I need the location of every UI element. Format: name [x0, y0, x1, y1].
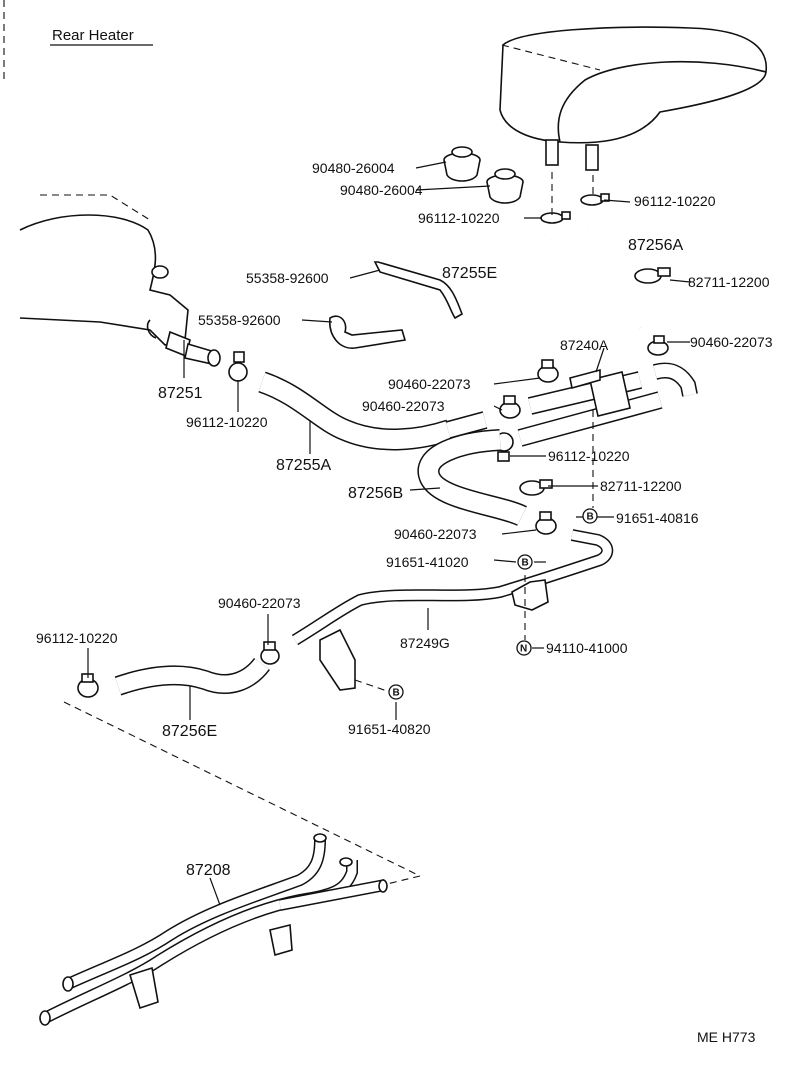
clamp-82711-mid	[519, 479, 553, 496]
svg-text:B: B	[393, 688, 400, 699]
label-55358-92600-a: 55358-92600	[246, 270, 329, 286]
label-94110-41000: 94110-41000	[546, 640, 628, 656]
bracket-55358-a	[373, 261, 463, 320]
diagram-title: Rear Heater	[52, 27, 134, 44]
label-90460-22073-mid2: 90460-22073	[362, 398, 445, 414]
clamp-96112-left	[228, 351, 248, 382]
clamp-90460-right	[647, 335, 669, 356]
label-87240a: 87240A	[560, 337, 609, 353]
label-90480-26004-a: 90480-26004	[312, 160, 395, 176]
label-82711-12200-mid: 82711-12200	[600, 478, 682, 494]
diagram-code: ME H773	[697, 1029, 756, 1045]
clamp-90460-mid2	[499, 395, 521, 419]
label-87251: 87251	[158, 385, 203, 402]
clamp-90460-mid1	[537, 359, 559, 383]
label-91651-41020: 91651-41020	[386, 554, 469, 570]
svg-text:B: B	[587, 512, 594, 523]
clamp-96112-top-right	[580, 193, 610, 206]
label-90460-22073-right: 90460-22073	[690, 334, 773, 350]
bracket-55358-b	[329, 315, 407, 349]
water-valve-87240a	[517, 362, 698, 447]
label-87208: 87208	[186, 862, 231, 879]
rear-heater-unit	[499, 26, 768, 171]
label-87256a: 87256A	[628, 237, 683, 254]
engine-outline	[19, 194, 189, 346]
clamp-96112-top-mid	[540, 211, 571, 224]
label-87256e: 87256E	[162, 723, 217, 740]
label-96112-10220-top-mid: 96112-10220	[418, 210, 500, 226]
label-87249g: 87249G	[400, 635, 450, 651]
clamp-82711-top	[634, 267, 671, 284]
clamp-90460-low	[535, 511, 557, 535]
label-90480-26004-b: 90480-26004	[340, 182, 423, 198]
label-90460-22073-mid1: 90460-22073	[388, 376, 471, 392]
label-91651-40820: 91651-40820	[348, 721, 431, 737]
symbol-b-41020: B	[517, 554, 533, 570]
valve-87251	[165, 330, 221, 367]
symbol-n-94110: N	[516, 640, 532, 656]
label-87256b: 87256B	[348, 485, 403, 502]
pipe-87249g	[291, 529, 614, 691]
svg-text:B: B	[522, 558, 529, 569]
label-82711-12200-top: 82711-12200	[688, 274, 770, 290]
grommet-90480-a	[443, 146, 481, 182]
clamp-90460-left	[260, 641, 280, 665]
label-91651-40816: 91651-40816	[616, 510, 699, 526]
symbol-b-40820: B	[388, 684, 404, 700]
label-96112-10220-left: 96112-10220	[186, 414, 268, 430]
leader-lines	[87, 161, 691, 906]
label-90460-22073-low: 90460-22073	[394, 526, 477, 542]
label-90460-22073-left: 90460-22073	[218, 595, 301, 611]
label-96112-10220-top-right: 96112-10220	[634, 193, 716, 209]
label-55358-92600-b: 55358-92600	[198, 312, 281, 328]
grommet-90480-b	[486, 168, 524, 204]
label-87255e: 87255E	[442, 265, 497, 282]
label-96112-10220-far-left: 96112-10220	[36, 630, 118, 646]
symbol-b-40816: B	[582, 508, 598, 524]
svg-text:N: N	[520, 644, 527, 655]
label-96112-10220-mid: 96112-10220	[548, 448, 630, 464]
label-87255a: 87255A	[276, 457, 331, 474]
pipe-assembly-87208	[39, 833, 388, 1026]
